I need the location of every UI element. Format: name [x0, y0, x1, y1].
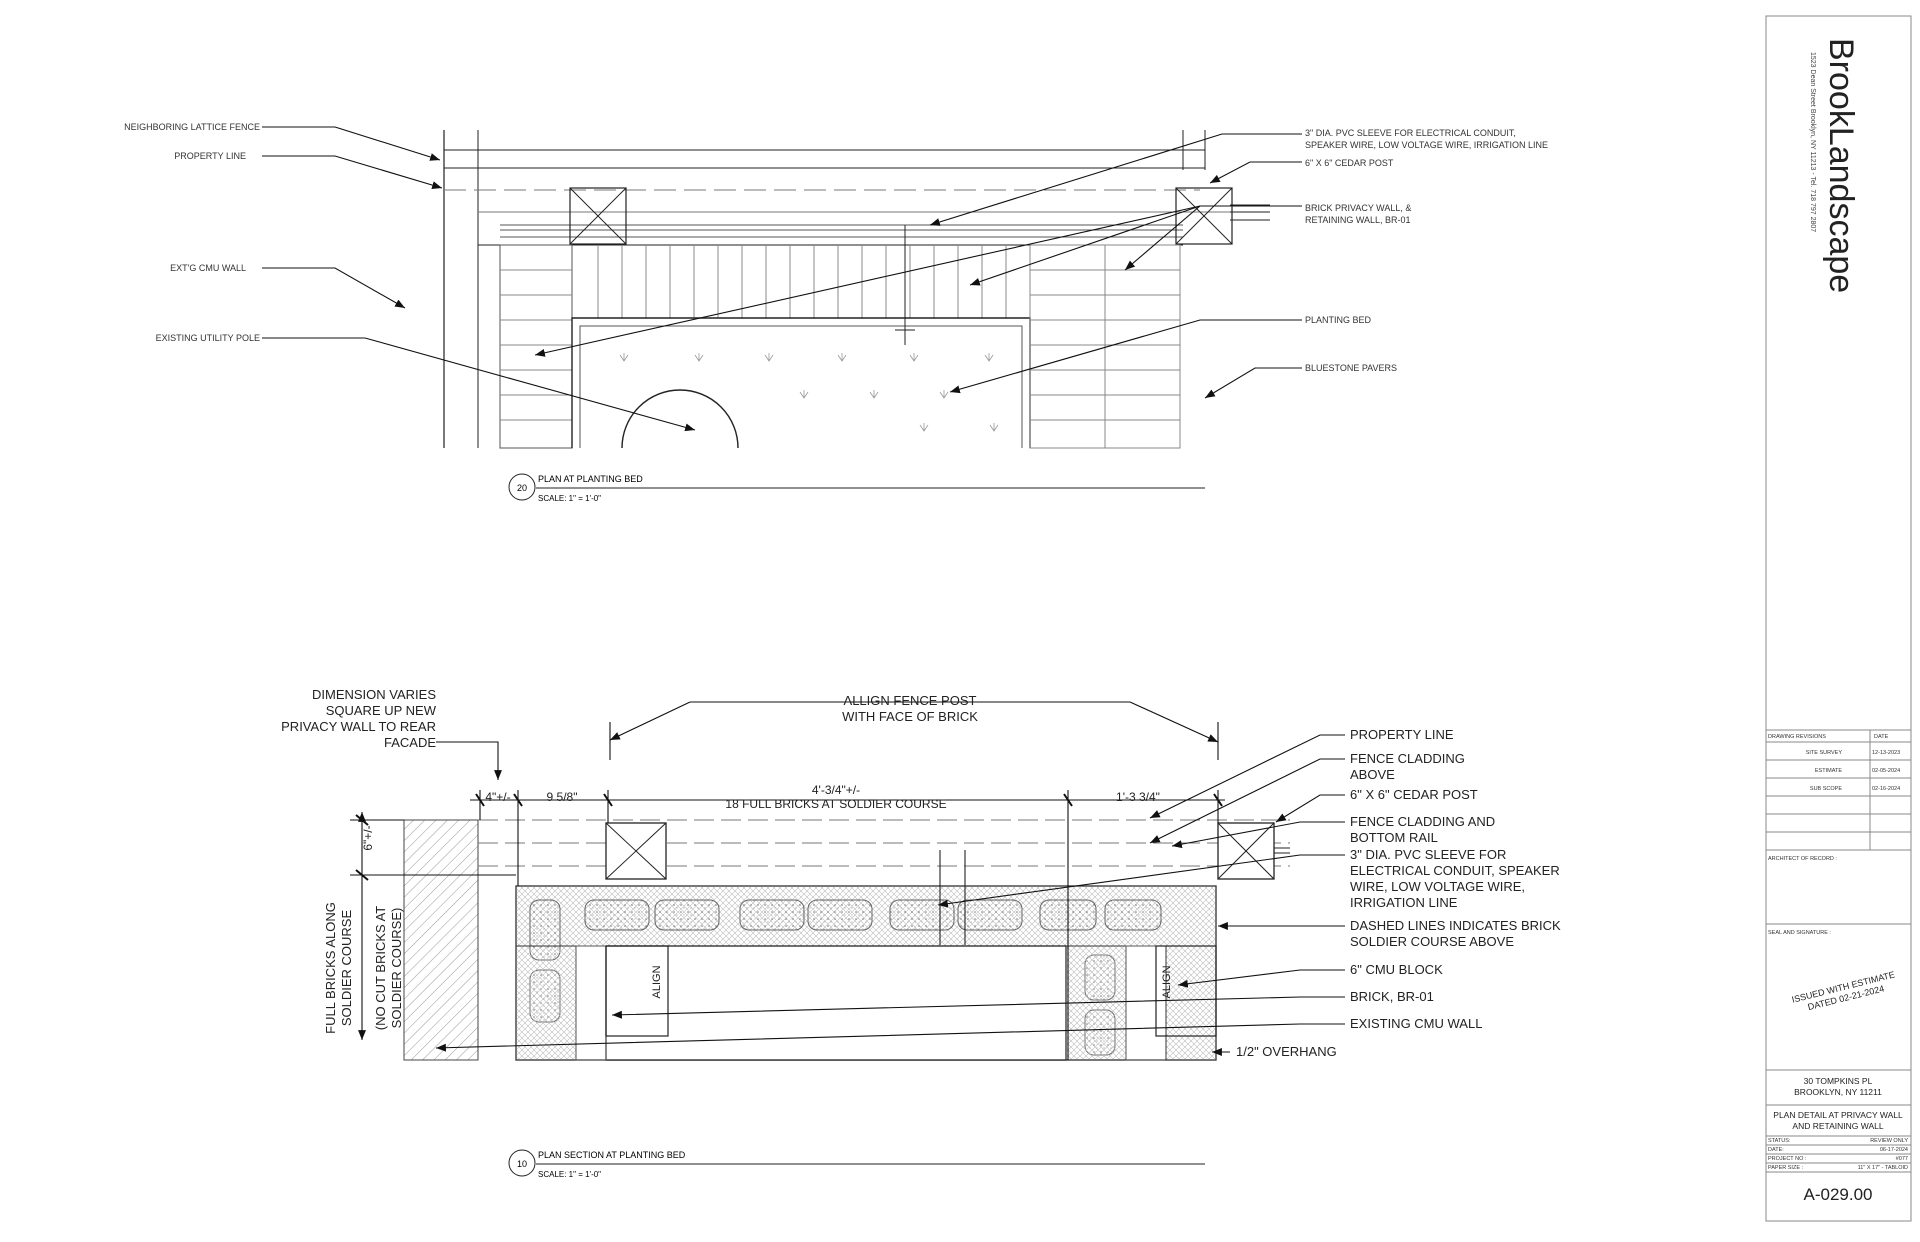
label-b-dashed-1: DASHED LINES INDICATES BRICK: [1350, 918, 1561, 933]
label-b-fence-cladding-2: ABOVE: [1350, 767, 1395, 782]
label-b-pvc-4: IRRIGATION LINE: [1350, 895, 1458, 910]
revision-1-date: 12-13-2023: [1872, 750, 1900, 756]
label-brick-wall-2: RETAINING WALL, BR-01: [1305, 215, 1411, 225]
label-cedar-post: 6" X 6" CEDAR POST: [1305, 158, 1394, 168]
bottom-plan-leaders: [435, 734, 1345, 1056]
top-plan-labels-left: NEIGHBORING LATTICE FENCE PROPERTY LINE …: [124, 122, 260, 343]
align-label-left: ALIGN: [651, 965, 663, 998]
note-dimension-varies-3: PRIVACY WALL TO REAR: [281, 719, 436, 734]
label-utility-pole: EXISTING UTILITY POLE: [156, 333, 260, 343]
company-address: 1523 Dean Street Brooklyn, NY 11213 - Te…: [1809, 52, 1816, 232]
vnote-full-bricks-2: SOLDIER COURSE: [339, 910, 354, 1027]
bottom-plan-title: PLAN SECTION AT PLANTING BED: [538, 1150, 686, 1160]
dim-4ft: 4'-3/4"+/-: [812, 783, 860, 797]
info-date-value: 06-17-2024: [1880, 1147, 1908, 1153]
top-plan-title: PLAN AT PLANTING BED: [538, 474, 643, 484]
info-status-value: REVIEW ONLY: [1870, 1138, 1908, 1144]
revision-1-label: SITE SURVEY: [1806, 750, 1843, 756]
label-b-dashed-2: SOLDIER COURSE ABOVE: [1350, 934, 1514, 949]
label-brick-wall-1: BRICK PRIVACY WALL, &: [1305, 203, 1411, 213]
bottom-plan-tag-number: 10: [517, 1159, 527, 1169]
label-b-cmu-block: 6" CMU BLOCK: [1350, 962, 1443, 977]
bottom-plan-title-block: 10 PLAN SECTION AT PLANTING BED SCALE: 1…: [508, 1149, 1205, 1179]
label-b-fence-cladding-1: FENCE CLADDING: [1350, 751, 1465, 766]
dim-6in: 6"+/-: [361, 825, 375, 850]
note-dimension-varies-1: DIMENSION VARIES: [312, 687, 436, 702]
note-dimension-varies-4: FACADE: [384, 735, 436, 750]
label-pvc-sleeve-1: 3" DIA. PVC SLEEVE FOR ELECTRICAL CONDUI…: [1305, 128, 1516, 138]
architect-label: ARCHITECT OF RECORD :: [1768, 856, 1837, 862]
label-property-line: PROPERTY LINE: [174, 151, 246, 161]
title-block-text: BrookLandscape 1523 Dean Street Brooklyn…: [1768, 38, 1908, 1204]
dim-1ft-3-3-4: 1'-3 3/4": [1116, 790, 1160, 804]
label-cmu-wall: EXT'G CMU WALL: [170, 263, 246, 273]
revision-3-date: 02-16-2024: [1872, 786, 1900, 792]
top-plan-labels-right: 3" DIA. PVC SLEEVE FOR ELECTRICAL CONDUI…: [1305, 128, 1548, 373]
bottom-plan-scale: SCALE: 1" = 1'-0": [538, 1170, 601, 1179]
revision-2-label: ESTIMATE: [1815, 768, 1842, 774]
dim-4in: 4"+/-: [485, 790, 510, 804]
bottom-plan-drawing: [403, 819, 1290, 1061]
label-b-property-line: PROPERTY LINE: [1350, 727, 1454, 742]
top-plan-scale: SCALE: 1" = 1'-0": [538, 494, 601, 503]
vnote-no-cut-1: (NO CUT BRICKS AT: [373, 906, 388, 1031]
info-project-label: PROJECT NO :: [1768, 1156, 1807, 1162]
top-plan-leaders: [262, 126, 1302, 432]
bottom-plan-notes: DIMENSION VARIES SQUARE UP NEW PRIVACY W…: [281, 687, 1561, 1059]
info-paper-label: PAPER SIZE :: [1768, 1165, 1804, 1171]
label-b-pvc-3: WIRE, LOW VOLTAGE WIRE,: [1350, 879, 1525, 894]
top-plan-tag-number: 20: [517, 483, 527, 493]
note-dimension-varies-2: SQUARE UP NEW: [326, 703, 437, 718]
label-b-overhang: 1/2" OVERHANG: [1236, 1044, 1337, 1059]
revisions-header-date: DATE: [1874, 734, 1889, 740]
vnote-full-bricks-1: FULL BRICKS ALONG: [323, 902, 338, 1034]
dim-18-bricks: 18 FULL BRICKS AT SOLDIER COURSE: [725, 797, 946, 811]
note-align-post-2: WITH FACE OF BRICK: [842, 709, 978, 724]
revision-3-label: SUB SCOPE: [1810, 786, 1842, 792]
company-name: BrookLandscape: [1822, 38, 1860, 293]
sheet-title-2: AND RETAINING WALL: [1792, 1121, 1883, 1131]
title-block: [1765, 15, 1912, 1222]
label-b-bottom-rail-2: BOTTOM RAIL: [1350, 830, 1438, 845]
project-address-1: 30 TOMPKINS PL: [1804, 1076, 1873, 1086]
revisions-header-label: DRAWING REVISIONS: [1768, 734, 1826, 740]
label-b-existing-cmu: EXISTING CMU WALL: [1350, 1016, 1482, 1031]
label-b-cedar-post: 6" X 6" CEDAR POST: [1350, 787, 1478, 802]
seal-label: SEAL AND SIGNATURE :: [1768, 930, 1831, 936]
label-b-bottom-rail-1: FENCE CLADDING AND: [1350, 814, 1495, 829]
label-b-pvc-2: ELECTRICAL CONDUIT, SPEAKER: [1350, 863, 1560, 878]
top-plan-title-block: 20 PLAN AT PLANTING BED SCALE: 1" = 1'-0…: [508, 473, 1205, 503]
top-plan-drawing: [443, 130, 1270, 449]
info-paper-value: 11" X 17" - TABLOID: [1858, 1165, 1908, 1171]
estimate-stamp: ISSUED WITH ESTIMATE DATED 02-21-2024: [1791, 969, 1896, 1012]
label-b-brick: BRICK, BR-01: [1350, 989, 1434, 1004]
dim-9-5-8: 9 5/8": [547, 790, 578, 804]
label-pvc-sleeve-2: SPEAKER WIRE, LOW VOLTAGE WIRE, IRRIGATI…: [1305, 140, 1548, 150]
sheet-number: A-029.00: [1804, 1185, 1873, 1204]
align-label-right: ALIGN: [1161, 965, 1173, 998]
project-address-2: BROOKLYN, NY 11211: [1794, 1087, 1882, 1097]
info-date-label: DATE:: [1768, 1147, 1784, 1153]
label-b-pvc-1: 3" DIA. PVC SLEEVE FOR: [1350, 847, 1506, 862]
note-align-post-1: ALLIGN FENCE POST: [844, 693, 977, 708]
label-planting-bed: PLANTING BED: [1305, 315, 1372, 325]
sheet-title-1: PLAN DETAIL AT PRIVACY WALL: [1773, 1110, 1903, 1120]
info-project-value: #077: [1896, 1156, 1908, 1162]
label-bluestone-pavers: BLUESTONE PAVERS: [1305, 363, 1397, 373]
vnote-no-cut-2: SOLDIER COURSE): [389, 908, 404, 1029]
label-neighboring-fence: NEIGHBORING LATTICE FENCE: [124, 122, 260, 132]
bottom-dimension-lines: [350, 701, 1225, 1060]
revision-2-date: 02-05-2024: [1872, 768, 1900, 774]
info-status-label: STATUS:: [1768, 1138, 1791, 1144]
